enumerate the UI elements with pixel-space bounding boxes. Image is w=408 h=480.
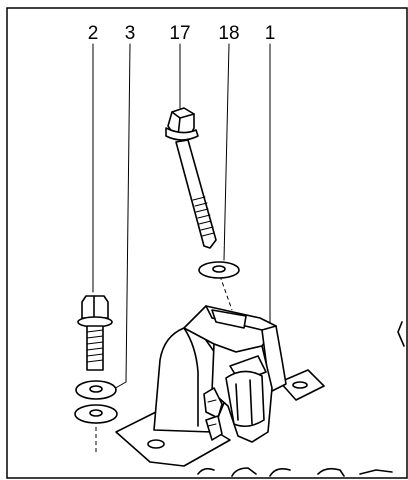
leader-lines <box>92 43 271 391</box>
washer-3-lower <box>74 404 118 424</box>
assembly-axis-lines <box>95 275 233 452</box>
callout-3: 3 <box>125 23 136 44</box>
page-frame <box>6 7 408 479</box>
long-bolt-17 <box>165 107 217 249</box>
callout-1: 1 <box>265 23 276 44</box>
callout-17: 17 <box>169 23 190 44</box>
washer-18 <box>198 261 240 279</box>
partial-outlines <box>197 321 405 477</box>
callout-18: 18 <box>218 23 239 44</box>
washer-3-upper <box>75 380 117 400</box>
engine-mount-1 <box>115 305 325 467</box>
short-bolt-2 <box>77 295 113 371</box>
callout-2: 2 <box>88 23 99 44</box>
